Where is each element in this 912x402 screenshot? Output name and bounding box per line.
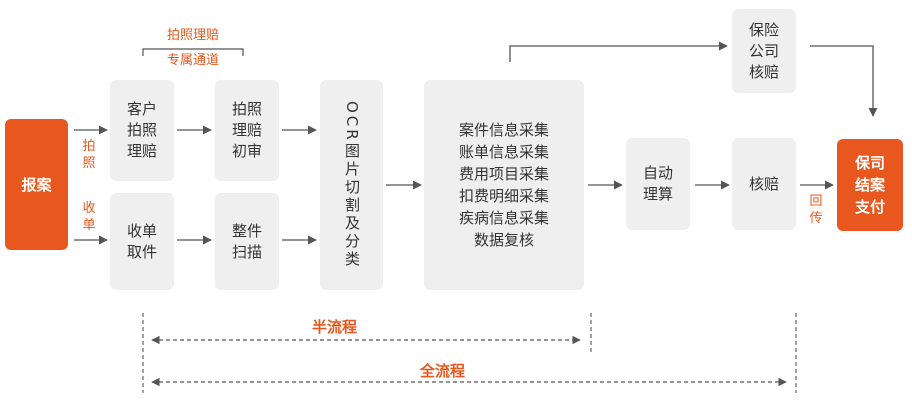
auto-calculation-node: 自动 理算 (626, 138, 690, 230)
claim-verify-node: 核赔 (732, 138, 796, 230)
half-process-label: 半流程 (312, 318, 358, 336)
photo-claim-top-label: 拍照理赔 (166, 28, 219, 43)
arrow-insurer-to-settle (810, 45, 878, 117)
dedicated-channel-bracket (142, 48, 244, 56)
collect-vertical-label: 收 单 (82, 201, 96, 233)
insurer-settle-pay-node: 保司 结案 支付 (837, 139, 903, 231)
collection-line-4: 扣费明细采集 (458, 187, 549, 205)
collection-line-3: 费用项目采集 (458, 165, 549, 183)
photo-claim-review-node: 拍照 理赔 初审 (215, 80, 279, 181)
arrow-collect-to-insurer (509, 41, 728, 62)
photo-vertical-label: 拍 照 (82, 139, 96, 171)
collection-line-2: 账单信息采集 (458, 143, 549, 161)
customer-photo-claim-node: 客户 拍照 理赔 (110, 80, 174, 181)
insurer-verify-node: 保险 公司 核赔 (732, 9, 796, 93)
report-label: 报案 (21, 175, 52, 194)
collection-line-5: 疾病信息采集 (458, 209, 549, 227)
report-node: 报案 (5, 119, 68, 250)
collection-line-6: 数据复核 (473, 231, 534, 249)
ocr-label: OCR图片切割及分类 (343, 101, 361, 269)
dedicated-channel-label: 专属通道 (166, 53, 219, 68)
full-process-label: 全流程 (420, 362, 466, 380)
scan-documents-node: 整件 扫描 (215, 193, 279, 290)
data-collection-node: 案件信息采集 账单信息采集 费用项目采集 扣费明细采集 疾病信息采集 数据复核 (424, 80, 584, 290)
claim-verify-label: 核赔 (748, 174, 779, 193)
ocr-node: OCR图片切割及分类 (320, 80, 383, 290)
return-vertical-label: 回 传 (809, 194, 823, 226)
collection-line-1: 案件信息采集 (458, 121, 549, 139)
collect-documents-node: 收单 取件 (110, 193, 174, 290)
